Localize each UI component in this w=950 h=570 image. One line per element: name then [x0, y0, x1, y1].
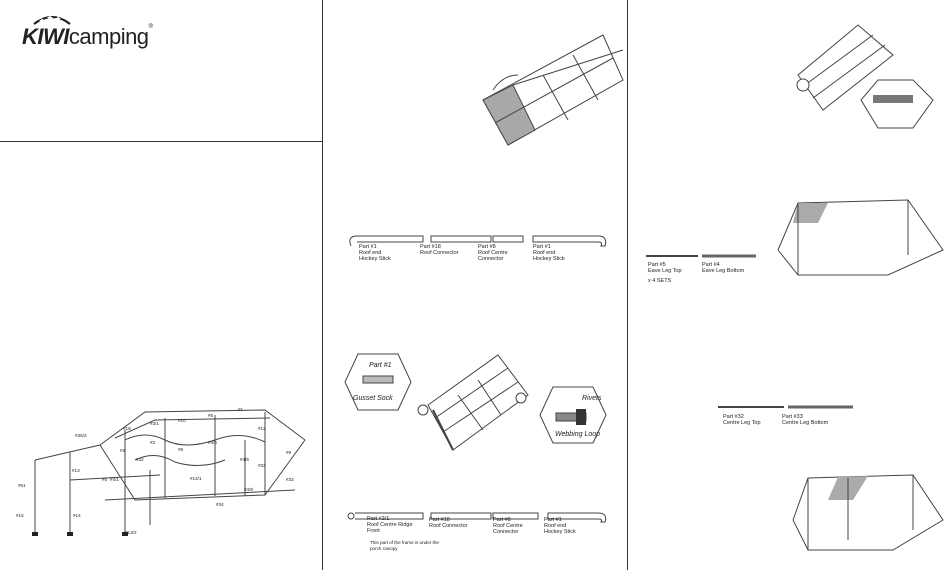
frame-label: #12 [258, 426, 266, 431]
divider-1 [322, 0, 323, 570]
frame-label: #34 [216, 502, 224, 507]
detail-left-caption: Gusset Sock [353, 395, 393, 402]
frame-label: #18 [123, 426, 131, 431]
detail-left-title: Part #1 [369, 362, 392, 369]
frame-label: #14 [73, 513, 81, 518]
porch-note: This part of the frame is under the porc… [370, 540, 439, 551]
frame-label: #5 [208, 413, 214, 418]
frame-label: #4/1 [110, 477, 119, 482]
centre-leg-pole [718, 405, 853, 409]
frame-label: #35/2 [75, 433, 87, 438]
stars-icon [33, 15, 71, 25]
panel-1-divider [0, 141, 322, 142]
divider-2 [627, 0, 628, 570]
frame-label: #61 [18, 483, 26, 488]
frame-label: #10 [178, 418, 186, 423]
rivets-detail [539, 386, 607, 444]
brand-registered-mark: ® [148, 24, 153, 30]
frame-label: #33 [286, 477, 294, 482]
eave-sets-note: x 4 SETS [648, 278, 672, 284]
frame-label: #4/5 [208, 440, 217, 445]
frame-label: #14/1 [190, 476, 202, 481]
frame-label: #15 [16, 513, 24, 518]
full-frame-diagram [32, 409, 306, 536]
brand-logo: KIWIcamping® [22, 15, 153, 50]
detail-right-caption: Webbing Loop [555, 431, 601, 438]
frame-label: #3/1 [150, 421, 159, 426]
tent-frame-diagram-2 [792, 474, 944, 551]
frame-label: #6 [178, 447, 184, 452]
tent-frame-diagram-1 [777, 199, 944, 276]
frame-label: #32 [136, 457, 144, 462]
frame-label: #9 [286, 450, 292, 455]
roof-frame-diagram-3 [796, 24, 934, 129]
panel-1: KIWIcamping® #35/2 # [0, 0, 322, 570]
frame-label: #4/8 [244, 487, 253, 492]
frame-label: #13 [72, 468, 80, 473]
frame-label: #1 [238, 407, 244, 412]
frame-label: #2 [120, 448, 126, 453]
roof-frame-diagram-1 [482, 34, 624, 146]
frame-label: #5 [102, 477, 108, 482]
step1-parts-pole [349, 235, 607, 247]
brand-name-light: camping [68, 24, 149, 49]
detail-right-top: Rivets [582, 395, 602, 402]
frame-label: #3 [150, 440, 156, 445]
frame-label: #4/6 [240, 457, 249, 462]
step2-parts-pole [347, 512, 607, 523]
frame-label: #13/2 [125, 530, 137, 535]
frame-label: #33 [258, 463, 266, 468]
eave-leg-pole [646, 254, 756, 258]
roof-frame-diagram-2 [417, 354, 529, 451]
brand-name-bold: KIWI [22, 24, 69, 49]
gusset-detail [344, 353, 412, 411]
